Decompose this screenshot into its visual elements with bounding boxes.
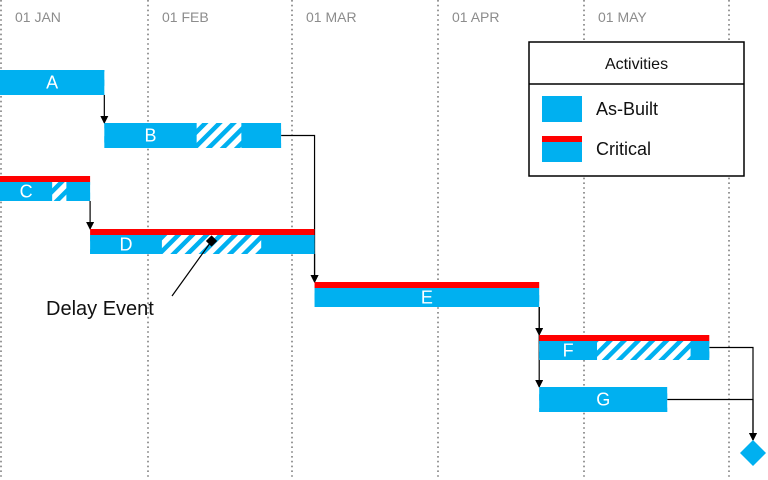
activity-E: E bbox=[314, 282, 540, 308]
tick-label-2: 01 MAR bbox=[306, 9, 357, 25]
dependency-G-to-finish bbox=[667, 398, 757, 441]
activity-G-segment-0 bbox=[539, 387, 668, 412]
activity-D: D bbox=[90, 229, 315, 255]
legend-title: Activities bbox=[605, 56, 668, 73]
dependency-B-to-e bbox=[281, 134, 319, 283]
activity-C-segment-1 bbox=[66, 182, 91, 201]
activity-E-label: E bbox=[421, 288, 433, 308]
activity-F-label: F bbox=[563, 341, 574, 361]
delay-leader-line bbox=[171, 240, 213, 297]
activity-A-segment-0 bbox=[0, 70, 105, 95]
delay-annotation: Delay Event bbox=[46, 235, 218, 320]
activity-F: F bbox=[539, 335, 710, 361]
month-tick-labels: 01 JAN 01 FEB 01 MAR 01 APR 01 MAY bbox=[15, 9, 647, 25]
legend-label-0: As-Built bbox=[596, 99, 658, 119]
milestone-finish bbox=[740, 440, 766, 466]
activity-D-segment-1 bbox=[261, 235, 315, 254]
activity-C: C bbox=[0, 176, 91, 202]
delay-marker bbox=[205, 235, 218, 247]
tick-label-1: 01 FEB bbox=[162, 9, 209, 25]
activity-B: B bbox=[104, 123, 282, 148]
activity-G-label: G bbox=[596, 390, 610, 410]
activity-E-critical-line bbox=[314, 282, 540, 288]
tick-label-4: 01 MAY bbox=[598, 9, 647, 25]
tick-label-0: 01 JAN bbox=[15, 9, 61, 25]
dependency-F-to-finish bbox=[709, 346, 757, 441]
activity-E-segment-0 bbox=[314, 288, 540, 307]
activity-B-label: B bbox=[144, 126, 156, 146]
activity-G: G bbox=[539, 387, 668, 412]
activity-C-segment-0 bbox=[0, 182, 53, 201]
activity-F-critical-line bbox=[539, 335, 710, 341]
activity-D-segment-0 bbox=[90, 235, 162, 254]
legend-swatch-critical bbox=[542, 142, 582, 162]
activity-C-critical-line bbox=[0, 176, 91, 182]
tick-label-3: 01 APR bbox=[452, 9, 499, 25]
activity-C-label: C bbox=[20, 182, 33, 202]
activity-A: A bbox=[0, 70, 105, 95]
activity-B-segment-1 bbox=[241, 123, 282, 148]
legend-label-1: Critical bbox=[596, 139, 651, 159]
activity-D-critical-line bbox=[90, 229, 315, 235]
activity-F-segment-1 bbox=[690, 341, 710, 360]
delay-event-label: Delay Event bbox=[46, 298, 154, 320]
legend-swatch-asbuilt bbox=[542, 96, 582, 122]
activity-A-label: A bbox=[46, 73, 58, 93]
legend-swatch-critical-line bbox=[542, 136, 582, 142]
activity-bars: A B C D E F G bbox=[0, 70, 766, 466]
activity-D-label: D bbox=[119, 235, 132, 255]
activity-F-segment-0 bbox=[539, 341, 598, 360]
activity-B-segment-0 bbox=[104, 123, 197, 148]
